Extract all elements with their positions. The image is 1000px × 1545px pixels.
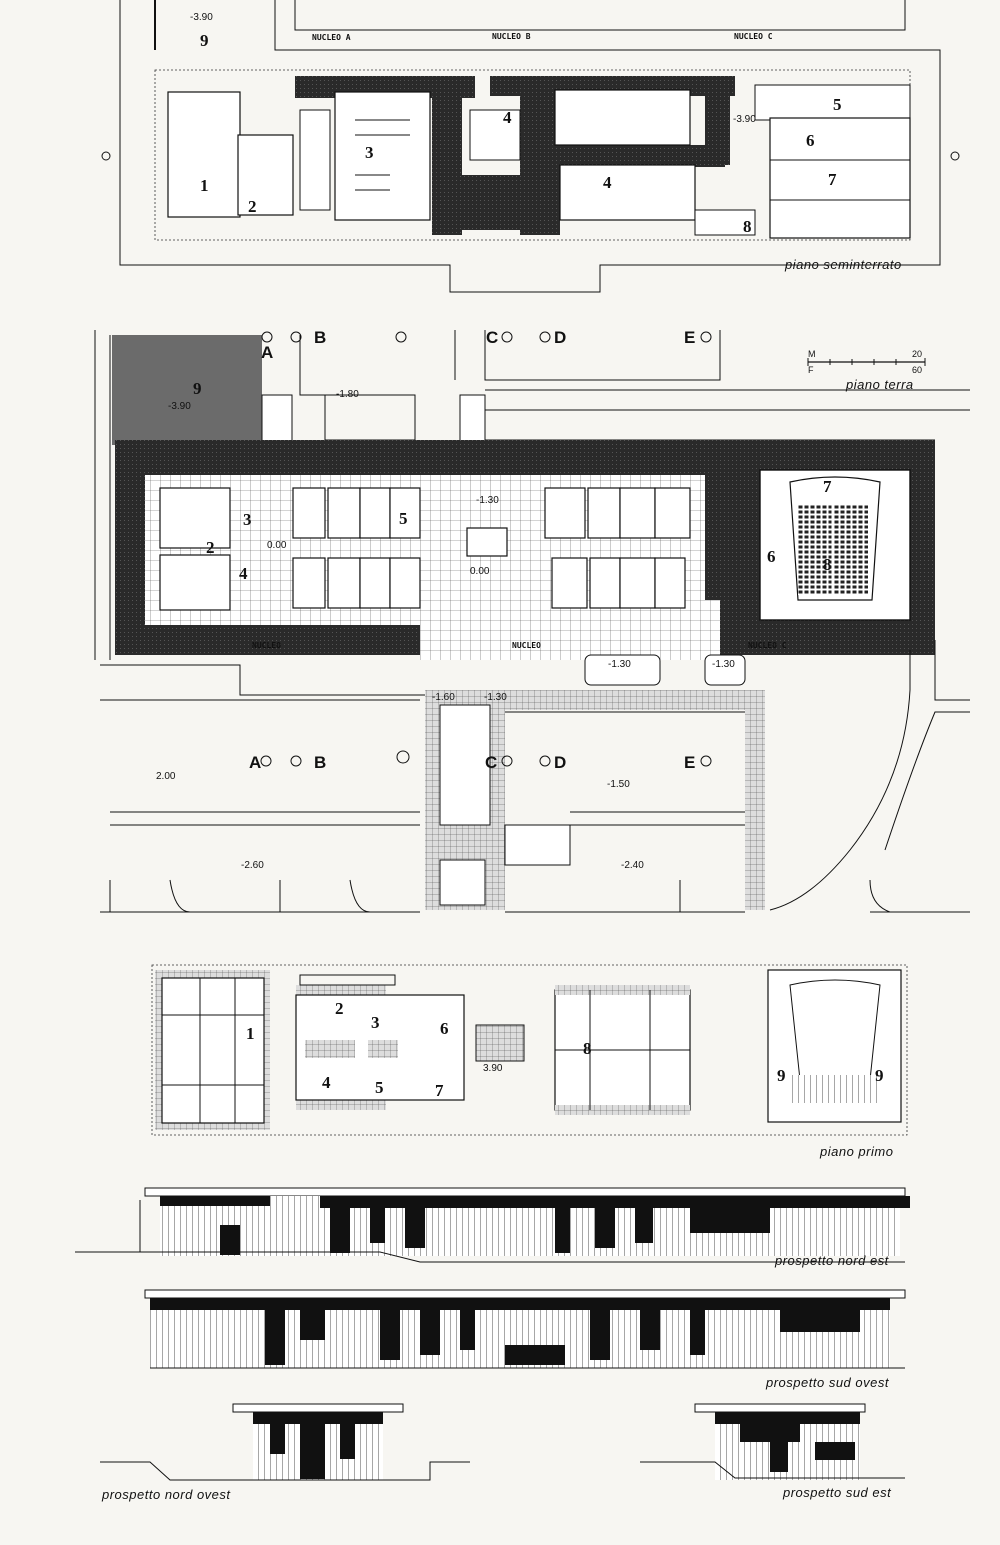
ground-grid-d-top: D — [554, 328, 566, 347]
ground-nucleus-c: NUCLEO C — [748, 641, 787, 650]
ground-plan-title: piano terra — [845, 377, 914, 392]
first-room-7: 7 — [435, 1081, 444, 1100]
first-plan-title: piano primo — [819, 1144, 893, 1159]
scale-meters-label: M — [808, 349, 816, 359]
ground-grid-c-top: C — [486, 328, 498, 347]
scale-bar: M F 20 60 — [807, 349, 926, 375]
ground-level-8: -1.30 — [608, 659, 631, 670]
basement-nucleus-c: NUCLEO C — [734, 32, 773, 41]
ground-nucleus-b: NUCLEO — [512, 641, 541, 650]
ground-room-7: 7 — [823, 477, 832, 496]
ground-level-1: -3.90 — [168, 401, 191, 412]
elevation-nw-title: prospetto nord ovest — [101, 1487, 231, 1502]
ground-level-11: -1.50 — [607, 779, 630, 790]
elevation-north-west: prospetto nord ovest — [100, 1403, 470, 1502]
first-room-9b: 9 — [875, 1066, 884, 1085]
elevation-se-title: prospetto sud est — [782, 1485, 892, 1500]
ground-grid-c-bottom: C — [485, 753, 497, 772]
basement-room-6: 6 — [806, 131, 815, 150]
ground-level-12: -2.60 — [241, 860, 264, 871]
first-floor-plan: 3.90 1 2 3 6 4 5 7 8 9 9 piano primo — [151, 964, 908, 1159]
first-room-1: 1 — [246, 1024, 255, 1043]
elevation-sw-title: prospetto sud ovest — [765, 1375, 890, 1390]
basement-level-top: -3.90 — [190, 12, 213, 23]
basement-room-5: 5 — [833, 95, 842, 114]
ground-level-3: -1.30 — [476, 495, 499, 506]
ground-room-2: 2 — [206, 538, 215, 557]
first-room-3: 3 — [371, 1013, 380, 1032]
ground-level-4: 0.00 — [267, 540, 287, 551]
basement-room-1: 1 — [200, 176, 209, 195]
ground-level-13: -2.40 — [621, 860, 644, 871]
ground-grid-e-bottom: E — [684, 753, 695, 772]
ground-grid-d-bottom: D — [554, 753, 566, 772]
basement-room-8: 8 — [743, 217, 752, 236]
ground-grid-a-bottom: A — [249, 753, 261, 772]
scale-meters-value: 20 — [912, 349, 922, 359]
basement-room-7: 7 — [828, 170, 837, 189]
ground-grid-e-top: E — [684, 328, 695, 347]
basement-nucleus-b: NUCLEO B — [492, 32, 531, 41]
ground-level-5: 0.00 — [470, 566, 490, 577]
elevation-ne-title: prospetto nord est — [774, 1253, 890, 1268]
ground-level-10: 2.00 — [156, 771, 176, 782]
ground-level-2: -1.80 — [336, 389, 359, 400]
ground-grid-b-top: B — [314, 328, 326, 347]
ground-floor-plan: A B C D E A B C D E M F 20 60 piano terr… — [94, 328, 970, 913]
ground-level-9: -1.30 — [712, 659, 735, 670]
ground-grid-a-top: A — [261, 343, 273, 362]
elevation-south-east: prospetto sud est — [640, 1403, 905, 1500]
basement-nucleus-a: NUCLEO A — [312, 33, 351, 42]
ground-room-6: 6 — [767, 547, 776, 566]
ground-room-3: 3 — [243, 510, 252, 529]
elevation-north-east: prospetto nord est — [75, 1187, 910, 1268]
first-room-2: 2 — [335, 999, 344, 1018]
basement-plan-title: piano seminterrato — [784, 257, 902, 272]
first-room-6: 6 — [440, 1019, 449, 1038]
ground-room-4: 4 — [239, 564, 248, 583]
first-room-9a: 9 — [777, 1066, 786, 1085]
ground-grid-b-bottom: B — [314, 753, 326, 772]
ground-room-9: 9 — [193, 379, 202, 398]
basement-room-4a: 4 — [503, 108, 512, 127]
ground-level-6: -1.60 — [432, 692, 455, 703]
basement-room-3: 3 — [365, 143, 374, 162]
elevation-south-west: prospetto sud ovest — [144, 1289, 906, 1390]
first-level: 3.90 — [483, 1063, 503, 1074]
basement-room-9: 9 — [200, 31, 209, 50]
ground-nucleus-a: NUCLEO — [252, 641, 281, 650]
ground-level-7: -1.30 — [484, 692, 507, 703]
first-room-8: 8 — [583, 1039, 592, 1058]
ground-room-5: 5 — [399, 509, 408, 528]
scale-feet-value: 60 — [912, 365, 922, 375]
basement-room-4b: 4 — [603, 173, 612, 192]
scale-feet-label: F — [808, 365, 814, 375]
ground-room-8: 8 — [823, 555, 832, 574]
first-room-5: 5 — [375, 1078, 384, 1097]
first-room-4: 4 — [322, 1073, 331, 1092]
basement-plan: NUCLEO A NUCLEO B NUCLEO C -3.90 -3.90 1… — [101, 0, 960, 293]
basement-room-2: 2 — [248, 197, 257, 216]
basement-level-mid: -3.90 — [733, 114, 756, 125]
